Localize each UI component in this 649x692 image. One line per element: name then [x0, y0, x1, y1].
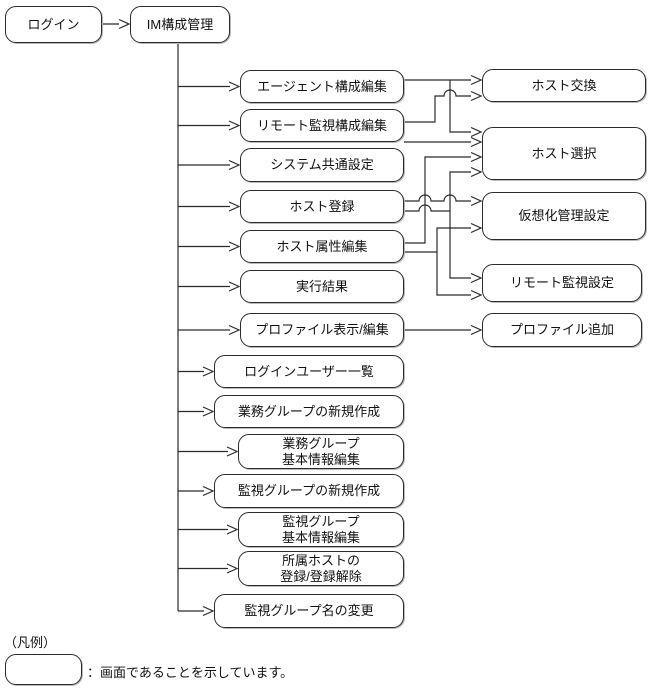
screen-node-label: 仮想化管理設定: [518, 208, 610, 224]
arrowhead: [228, 81, 241, 92]
arrowhead: [226, 563, 239, 574]
arrowhead: [470, 136, 483, 148]
screen-node-profile-add: プロファイル追加: [482, 313, 642, 347]
screen-node-exec-result: 実行結果: [240, 270, 404, 303]
arrowhead: [228, 201, 241, 212]
arrowhead: [470, 166, 483, 178]
screen-node-profile-edit: プロファイル表示/編集: [240, 313, 404, 347]
arrowhead: [228, 159, 241, 171]
screen-node-label: ログイン: [27, 16, 80, 32]
screen-node-remote-mon: リモート監視設定: [482, 264, 642, 302]
screen-node-label: 監視グループ名の変更: [244, 603, 374, 619]
screen-node-mon-rename: 監視グループ名の変更: [214, 594, 404, 628]
screen-node-label: IM構成管理: [146, 16, 214, 32]
arrowhead: [470, 222, 483, 234]
screen-node-label: ホスト登録: [289, 198, 355, 214]
screen-node-label: エージェント構成編集: [257, 78, 387, 94]
screen-node-mon-edit: 監視グループ 基本情報編集: [238, 512, 404, 547]
screen-node-virt-mgmt: 仮想化管理設定: [482, 192, 646, 240]
screen-node-im-config: IM構成管理: [130, 6, 230, 43]
arrowhead: [228, 324, 241, 336]
screen-node-label: ホスト属性編集: [276, 238, 368, 254]
edge-reg-select: [449, 171, 471, 211]
screen-node-login-users: ログインユーザー一覧: [214, 355, 404, 388]
screen-node-label: 監視グループの新規作成: [237, 483, 381, 499]
edge-reg-virt: [404, 194, 471, 202]
screen-node-mon-create: 監視グループの新規作成: [214, 474, 404, 508]
screen-node-host-reg: ホスト登録: [240, 190, 404, 223]
screen-node-label: システム共通設定: [270, 157, 374, 173]
screen-node-agent-edit: エージェント構成編集: [240, 70, 404, 103]
arrowhead: [202, 485, 215, 497]
arrowhead: [228, 241, 241, 252]
legend-screen-meaning: ：画面であることを示しています。: [87, 665, 294, 680]
screen-node-login: ログイン: [5, 6, 102, 43]
edge-agent-select: [449, 80, 471, 133]
screen-node-label: ホスト選択: [531, 145, 597, 161]
screen-node-host-select: ホスト選択: [482, 127, 646, 180]
legend-heading: （凡例）: [4, 635, 57, 650]
screen-node-label: ホスト交換: [531, 77, 597, 93]
arrowhead: [470, 195, 483, 207]
arrowhead: [118, 18, 131, 30]
arrowhead: [226, 446, 239, 457]
arrowhead: [226, 524, 239, 535]
screen-node-biz-edit: 業務グループ 基本情報編集: [238, 434, 404, 469]
screen-node-label: ログインユーザー一覧: [244, 363, 374, 379]
screen-node-remote-edit: リモート監視構成編集: [240, 109, 404, 142]
arrowhead: [470, 289, 483, 301]
edge-reg-branch: [404, 204, 450, 212]
arrowhead: [470, 126, 483, 138]
screen-node-host-exchange: ホスト交換: [482, 69, 646, 102]
arrowhead: [202, 406, 215, 417]
arrowhead: [470, 272, 483, 284]
screen-node-label: リモート監視構成編集: [256, 117, 387, 133]
arrowhead: [228, 281, 241, 292]
edge-attr-select: [404, 156, 471, 244]
arrowhead: [470, 90, 483, 102]
arrowhead: [228, 120, 241, 131]
screen-node-host-assign: 所属ホストの 登録/登録解除: [238, 551, 404, 586]
screen-node-host-attr: ホスト属性編集: [240, 230, 404, 263]
arrowhead: [202, 366, 215, 377]
screen-node-label: リモート監視設定: [509, 275, 614, 291]
screen-node-sys-common: システム共通設定: [240, 148, 404, 182]
arrowhead: [470, 324, 483, 336]
edge-remote-exchange: [404, 89, 471, 123]
legend-screen-shape: [5, 654, 82, 685]
screen-node-label: 実行結果: [295, 278, 348, 294]
screen-node-label: 所属ホストの 登録/登録解除: [280, 552, 362, 584]
screen-node-label: プロファイル追加: [509, 322, 614, 338]
edge-attr-remotemon: [436, 252, 471, 296]
edge-reg-remotemon: [449, 211, 471, 279]
arrowhead: [470, 151, 483, 163]
screen-node-biz-create: 業務グループの新規作成: [214, 395, 404, 428]
arrowhead: [470, 74, 483, 86]
screen-node-label: 業務グループ 基本情報編集: [281, 435, 360, 467]
screen-node-label: プロファイル表示/編集: [255, 322, 389, 338]
arrowhead: [202, 605, 215, 617]
edge-attr-virt: [436, 227, 471, 252]
screen-node-label: 業務グループの新規作成: [237, 403, 381, 419]
screen-node-label: 監視グループ 基本情報編集: [281, 513, 360, 545]
